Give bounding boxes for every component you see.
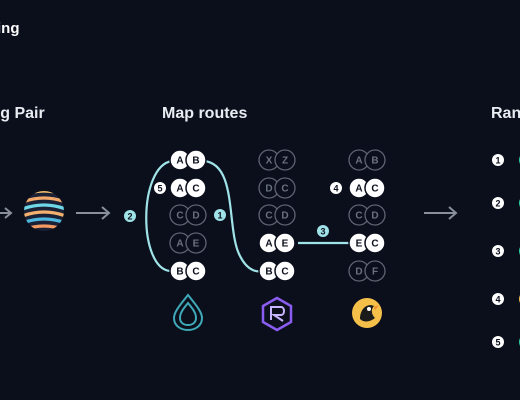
rank-badge [492,293,504,305]
rank-number: 5 [495,338,500,348]
token-label: C [281,184,288,195]
token-circle [185,260,207,282]
route-step-1: 1 [214,209,226,221]
route-step-2: 2 [124,210,136,222]
droplet-logo-icon [172,293,204,332]
token-circle [364,177,386,199]
ranking-item-4: 4 [492,293,520,305]
route-step-4: 4 [330,182,342,194]
token-label: A [176,239,183,250]
token-circle [274,149,296,171]
token-circle [185,149,207,171]
ranking-item-2: 2 [492,197,520,209]
rank-badge [492,245,504,257]
token-label: D [371,211,378,222]
token-circle [364,260,386,282]
token-label: D [281,211,288,222]
route-step-3: 3 [317,225,329,237]
token-circle [364,232,386,254]
ranking-item-3: 3 [492,245,520,257]
token-label: E [193,239,200,250]
arrow-left-2 [76,206,111,220]
token-circle [274,232,296,254]
token-label: C [355,211,362,222]
token-label: A [355,184,362,195]
token-label: C [192,184,199,195]
token-label: A [176,184,183,195]
token-label: D [192,211,199,222]
bird-logo-icon [352,298,382,328]
route-step-5: 5 [154,182,166,194]
token-label: E [356,239,363,250]
rank-badge [492,154,504,166]
token-label: B [192,156,199,167]
token-label: D [355,267,362,278]
svg-text:1: 1 [217,211,222,221]
token-circle [185,177,207,199]
rank-number: 3 [495,247,500,257]
token-label: Z [282,156,288,167]
rank-number: 4 [495,295,500,305]
token-label: X [266,156,273,167]
token-label: B [176,267,183,278]
page-title: ting [0,20,20,37]
token-label: D [265,184,272,195]
token-label: F [372,267,378,278]
svg-text:3: 3 [320,227,325,237]
arrow-left-1 [0,207,13,219]
token-circle [274,177,296,199]
map-routes-heading: Map routes [162,105,248,122]
striped-orb-icon [24,191,64,231]
token-label: C [192,267,199,278]
rank-number: 2 [495,199,500,209]
token-label: C [281,267,288,278]
ranking-item-5: 5 [492,336,520,348]
token-label: C [265,211,272,222]
token-label: B [265,267,272,278]
arrow-right [424,206,458,220]
token-circle [185,232,207,254]
trading-pair-heading: ing Pair [0,105,45,122]
token-label: E [282,239,289,250]
token-label: A [355,156,362,167]
route-lines [145,159,350,273]
r-logo-icon [261,296,293,332]
token-circle [274,260,296,282]
token-label: C [371,184,378,195]
token-label: C [371,239,378,250]
rank-badge [492,197,504,209]
svg-text:4: 4 [333,184,338,194]
rank-badge [492,336,504,348]
token-circle [185,204,207,226]
token-label: B [371,156,378,167]
svg-text:2: 2 [127,212,132,222]
rank-number: 1 [495,156,500,166]
ranking-item-1: 1 [492,154,520,166]
token-label: C [176,211,183,222]
token-label: A [265,239,272,250]
token-circle [274,204,296,226]
svg-text:5: 5 [157,184,162,194]
token-label: A [176,156,183,167]
ranking-heading: Ran [491,105,520,122]
token-circle [364,149,386,171]
token-circle [364,204,386,226]
